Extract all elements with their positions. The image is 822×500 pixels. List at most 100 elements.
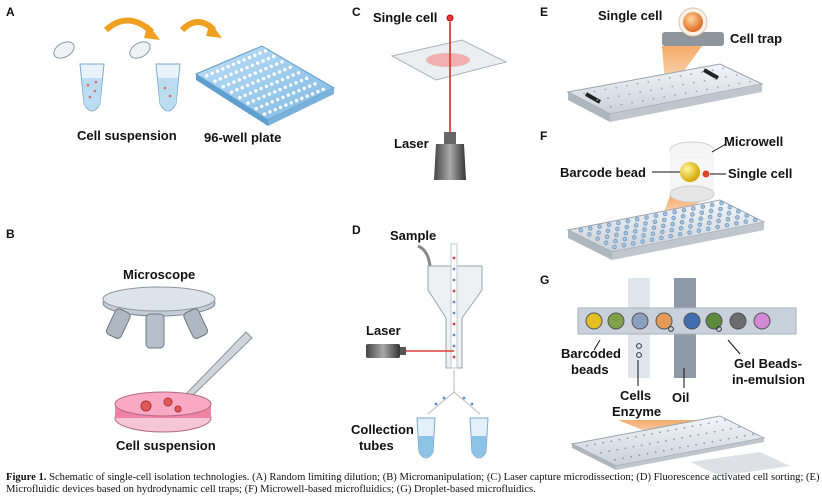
panel-letter: C <box>352 5 361 19</box>
well <box>224 74 228 79</box>
collection-tube-left <box>416 417 436 459</box>
microwell <box>640 239 645 244</box>
microwell <box>680 213 686 219</box>
droplet <box>687 445 689 448</box>
gel-bead <box>705 312 723 330</box>
stream-cell <box>452 344 456 348</box>
tissue-section <box>426 53 470 67</box>
microwell <box>671 215 676 221</box>
droplet <box>707 422 710 425</box>
trap <box>716 86 719 89</box>
droplet <box>711 440 714 443</box>
panel-a: A Cell suspension 96-well plate <box>6 5 336 145</box>
well <box>291 91 296 95</box>
microwell <box>681 207 687 213</box>
well <box>283 67 287 72</box>
well <box>240 68 244 72</box>
well <box>273 90 277 94</box>
well <box>267 74 271 79</box>
well <box>286 93 290 97</box>
droplet <box>602 441 605 444</box>
microwell <box>697 222 703 227</box>
trap <box>641 100 644 102</box>
sorted-droplet <box>470 402 474 406</box>
trap <box>695 90 698 93</box>
stream-cell <box>452 278 456 282</box>
well <box>275 80 279 84</box>
well <box>302 86 306 91</box>
caption-label: Figure 1. <box>6 472 47 483</box>
droplet <box>600 451 602 454</box>
microscope-icon <box>102 286 216 349</box>
well <box>250 63 255 68</box>
well <box>289 83 293 87</box>
objective-lens <box>434 132 466 180</box>
droplet <box>594 443 597 446</box>
well <box>218 77 223 81</box>
trap <box>593 90 596 93</box>
sorted-droplet <box>442 396 446 400</box>
microwell <box>670 221 675 227</box>
label-microwell: Microwell <box>724 134 783 149</box>
microwell <box>687 230 692 235</box>
well <box>263 49 268 53</box>
trap <box>636 82 639 85</box>
label-barcoded: Barcoded <box>561 346 621 361</box>
microwell <box>668 233 674 239</box>
label-gel-beads: Gel Beads- <box>734 356 802 371</box>
label-cells: Cells <box>620 388 651 403</box>
well <box>273 107 277 112</box>
cell-icon <box>716 326 722 332</box>
well <box>262 112 267 116</box>
cell-icon <box>636 343 642 349</box>
panel-d: D Sample Laser Collection tubes <box>351 223 489 459</box>
well <box>256 61 260 65</box>
label-laser: Laser <box>394 136 429 151</box>
trap <box>604 88 607 91</box>
well <box>277 70 282 74</box>
droplet <box>689 435 692 438</box>
droplet <box>586 444 588 447</box>
trap <box>727 84 730 87</box>
droplet <box>640 444 643 447</box>
well <box>231 62 236 67</box>
microwell <box>586 232 592 237</box>
droplet <box>715 420 718 423</box>
well <box>237 78 241 82</box>
microwell <box>622 236 628 242</box>
well <box>305 94 309 98</box>
microwell <box>669 227 675 233</box>
droplet <box>646 452 649 455</box>
label-enzyme: Enzyme <box>612 404 661 419</box>
microwell <box>736 209 741 214</box>
well <box>229 90 234 94</box>
well <box>262 94 266 99</box>
stream-cell <box>452 256 456 260</box>
gel-bead <box>631 312 649 330</box>
label-single-cell: Single cell <box>728 166 792 181</box>
arrowhead-icon <box>144 24 160 40</box>
microwell <box>715 224 720 230</box>
trap <box>671 85 674 88</box>
label-tubes: tubes <box>359 438 394 453</box>
microwell <box>743 219 749 224</box>
figure-caption: Figure 1. Schematic of single-cell isola… <box>6 472 821 496</box>
microwell <box>660 229 665 235</box>
trap <box>628 93 631 96</box>
microwell <box>672 209 677 215</box>
gel-bead <box>607 312 625 330</box>
label-barcode-bead: Barcode bead <box>560 165 646 180</box>
well <box>266 56 271 61</box>
label-cell-trap: Cell trap <box>730 31 782 46</box>
droplet <box>608 450 611 453</box>
droplet <box>638 454 641 457</box>
panel-letter: G <box>540 273 549 287</box>
microwell <box>631 235 637 240</box>
well <box>259 86 263 91</box>
well <box>243 93 247 98</box>
droplet <box>648 442 651 445</box>
stream-cell <box>452 322 456 326</box>
microwell <box>643 221 648 226</box>
well <box>275 97 280 102</box>
